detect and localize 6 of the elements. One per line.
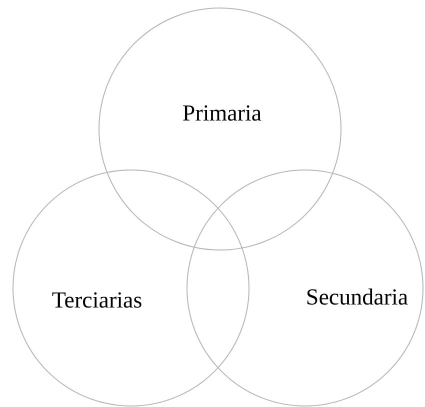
circle-label: Terciarias xyxy=(52,288,142,312)
venn-circle xyxy=(186,169,424,407)
circle-label: Secundaria xyxy=(306,286,408,308)
circle-label: Primaria xyxy=(182,102,262,124)
venn-circle xyxy=(12,169,250,407)
venn-circle xyxy=(98,7,342,251)
